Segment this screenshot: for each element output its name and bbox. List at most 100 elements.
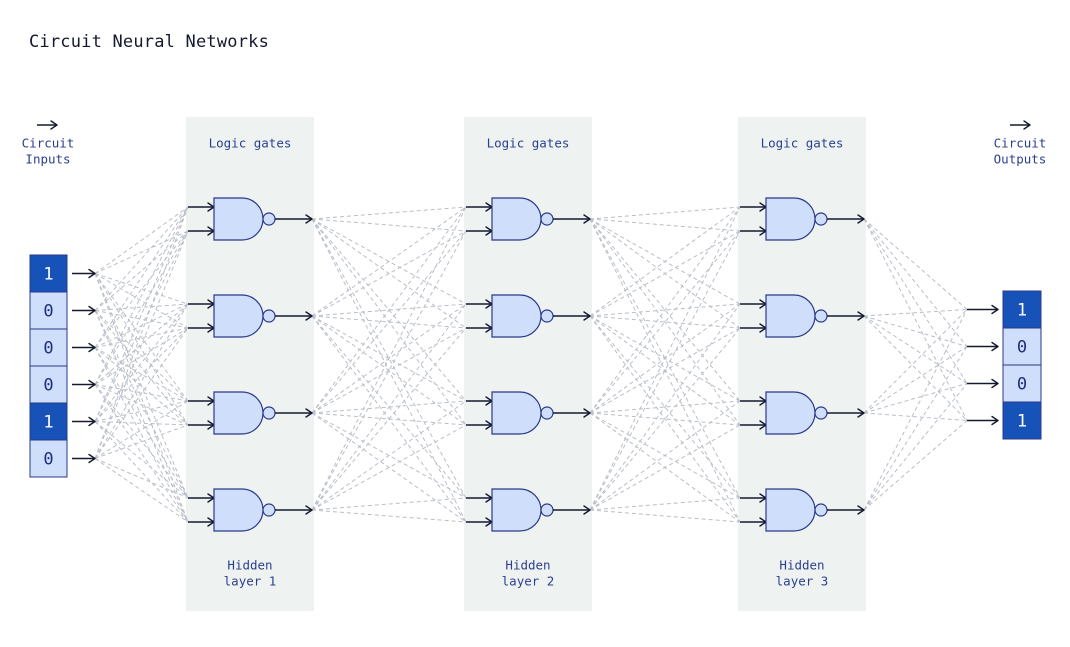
arrow-head <box>991 304 999 315</box>
input-arrow-6 <box>72 453 96 464</box>
gate-output-arrow <box>275 311 313 321</box>
gate-output-arrow <box>553 214 591 224</box>
wire <box>94 458 189 523</box>
wire <box>94 273 189 499</box>
output-label-line1: Circuit <box>994 136 1047 151</box>
layer-footer-line2-2: layer 2 <box>502 574 555 589</box>
gate-output-arrow <box>827 311 865 321</box>
input-cell-4 <box>29 365 68 404</box>
output-label-line2: Outputs <box>994 152 1047 167</box>
wire <box>589 218 741 499</box>
layer-panel-3 <box>738 117 866 611</box>
nand-gate-icon <box>740 197 865 241</box>
wire <box>311 424 467 511</box>
wire <box>94 230 189 422</box>
wire <box>94 327 189 459</box>
input-value-4: 0 <box>43 376 53 396</box>
gate-body <box>765 294 816 338</box>
arrow-head <box>305 408 313 418</box>
wire <box>94 347 189 402</box>
gate-negation-bubble <box>814 309 828 323</box>
wire <box>94 347 189 426</box>
nand-gate-icon <box>740 488 865 532</box>
arrow-right-icon <box>37 120 58 130</box>
wire <box>94 347 189 499</box>
layer-panel-2 <box>464 117 592 611</box>
arrow-head <box>305 505 313 515</box>
nand-gate-icon <box>188 488 313 532</box>
arrow-head <box>583 311 591 321</box>
wire <box>94 273 189 426</box>
arrow-head <box>991 415 999 426</box>
output-arrow-1 <box>967 304 999 315</box>
input-cell-3 <box>29 328 68 367</box>
gate-body <box>213 197 264 241</box>
arrow-head <box>88 379 96 390</box>
nand-gate-icon <box>740 391 865 435</box>
gate-body <box>491 294 542 338</box>
arrow-head <box>991 341 999 352</box>
wire <box>863 346 968 414</box>
layer-header-2: Logic gates <box>487 136 570 151</box>
gate-output-arrow <box>553 408 591 418</box>
wire <box>311 206 467 414</box>
input-value-5: 1 <box>43 413 53 433</box>
arrow-head <box>857 214 865 224</box>
output-value-2: 0 <box>1017 338 1027 358</box>
gate-negation-bubble <box>262 503 276 517</box>
arrow-head <box>1023 120 1031 130</box>
nand-gate-icon <box>466 294 591 338</box>
arrow-head <box>88 453 96 464</box>
wire <box>94 206 189 459</box>
wire <box>94 310 189 523</box>
wire <box>94 230 189 311</box>
layer-panel-1 <box>186 117 314 611</box>
gate-negation-bubble <box>262 406 276 420</box>
wire <box>94 421 189 426</box>
wire <box>863 309 968 414</box>
wire <box>589 230 741 414</box>
wire <box>589 218 741 232</box>
arrow-head <box>583 214 591 224</box>
arrow-head <box>88 342 96 353</box>
layer-footer-line1-1: Hidden <box>227 558 272 573</box>
layer-header-1: Logic gates <box>209 136 292 151</box>
wire <box>863 309 968 511</box>
input-value-6: 0 <box>43 450 53 470</box>
wire <box>94 273 189 305</box>
wire <box>94 384 189 426</box>
gate-body <box>765 197 816 241</box>
input-arrow-1 <box>72 268 96 279</box>
nand-gate-icon <box>466 488 591 532</box>
nand-gate-icon <box>188 391 313 435</box>
output-arrow-4 <box>967 415 999 426</box>
wire <box>94 303 189 422</box>
gate-output-arrow <box>553 505 591 515</box>
wire <box>94 230 189 348</box>
wire <box>589 424 741 511</box>
wire <box>94 400 189 459</box>
wire <box>863 218 968 384</box>
gate-output-arrow <box>275 505 313 515</box>
input-label-line1: Circuit <box>22 136 75 151</box>
wire <box>589 303 741 511</box>
wire <box>311 303 467 511</box>
wire <box>94 458 189 499</box>
gate-negation-bubble <box>814 406 828 420</box>
layer-footer-line2-3: layer 3 <box>776 574 829 589</box>
wire <box>589 206 741 317</box>
layer-footer-line2-1: layer 1 <box>224 574 277 589</box>
wire <box>311 218 467 232</box>
arrow-head <box>583 408 591 418</box>
wire <box>94 273 189 523</box>
wire <box>94 230 189 385</box>
wire <box>311 327 467 414</box>
gate-body <box>491 391 542 435</box>
wire <box>94 421 189 523</box>
output-arrow-2 <box>967 341 999 352</box>
wire <box>94 347 189 523</box>
gate-body <box>491 488 542 532</box>
input-label-line2: Inputs <box>25 152 70 167</box>
